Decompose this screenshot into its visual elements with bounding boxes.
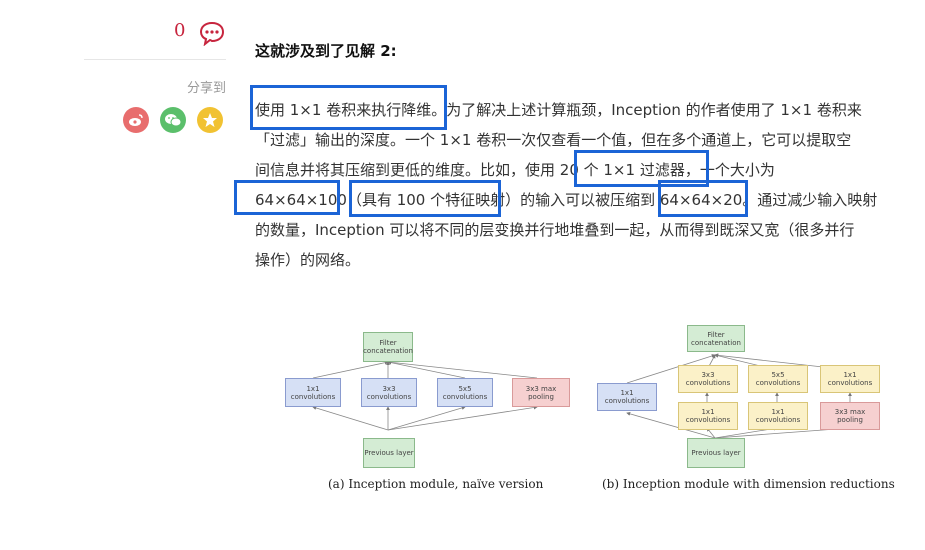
favorite-icon[interactable] [197, 107, 223, 133]
previous-layer-b: Previous layer [687, 438, 745, 468]
highlight-box-dimension-reduction [250, 85, 447, 130]
share-sidebar: 0 分享到 [84, 0, 226, 150]
paragraph-line: 间信息并将其压缩到更低的维度。比如，使用 20 个 1×1 过滤器，一个大小为 [255, 161, 775, 179]
article-paragraph: 使用 1×1 卷积来执行降维。为了解决上述计算瓶颈，Inception 的作者使… [255, 95, 895, 275]
conv3x3-a: 3x3 convolutions [361, 378, 417, 407]
conv1x1-a: 1x1 convolutions [285, 378, 341, 407]
comment-count[interactable]: 0 [174, 20, 186, 41]
comment-icon[interactable] [199, 20, 225, 46]
share-label: 分享到 [186, 81, 226, 96]
reduce-1x1-b: 1x1 convolutions [678, 402, 738, 430]
highlight-box-input-size [234, 180, 340, 215]
conv5x5-b: 5x5 convolutions [748, 365, 808, 393]
conv5x5-a: 5x5 convolutions [437, 378, 493, 407]
previous-layer-a: Previous layer [363, 438, 415, 468]
weibo-icon[interactable] [123, 107, 149, 133]
maxpool-b: 3x3 max pooling [820, 402, 880, 430]
paragraph-line: 64×64×100（具有 100 个特征映射）的输入可以被压缩到 64×64×2… [255, 191, 878, 209]
conv1x1-top-b: 1x1 convolutions [820, 365, 880, 393]
paragraph-line: 的数量，Inception 可以将不同的层变换并行地堆叠到一起，从而得到既深又宽… [255, 221, 855, 239]
caption-a: (a) Inception module, naïve version [328, 477, 544, 491]
caption-b: (b) Inception module with dimension redu… [602, 477, 895, 491]
filter-concat-b: Filter concatenation [687, 325, 745, 352]
paragraph-line: 操作）的网络。 [255, 251, 361, 269]
highlight-box-feature-maps [349, 180, 501, 217]
conv3x3-b: 3x3 convolutions [678, 365, 738, 393]
highlight-box-output-size [658, 180, 748, 217]
wechat-icon[interactable] [160, 107, 186, 133]
reduce-1x1-b: 1x1 convolutions [748, 402, 808, 430]
paragraph-line: 「过滤」输出的深度。一个 1×1 卷积一次仅查看一个值，但在多个通道上，它可以提… [255, 131, 852, 149]
divider [84, 59, 226, 60]
highlight-box-20-filters [574, 150, 709, 187]
filter-concat-a: Filter concatenation [363, 332, 413, 362]
maxpool-a: 3x3 max pooling [512, 378, 570, 407]
paragraph-line: 使用 1×1 卷积来执行降维。为了解决上述计算瓶颈，Inception 的作者使… [255, 101, 862, 119]
section-heading: 这就涉及到了见解 2: [255, 42, 397, 60]
inception-figure: Filter concatenation 1x1 convolutions 3x… [275, 320, 895, 500]
conv1x1-left-b: 1x1 convolutions [597, 383, 657, 411]
